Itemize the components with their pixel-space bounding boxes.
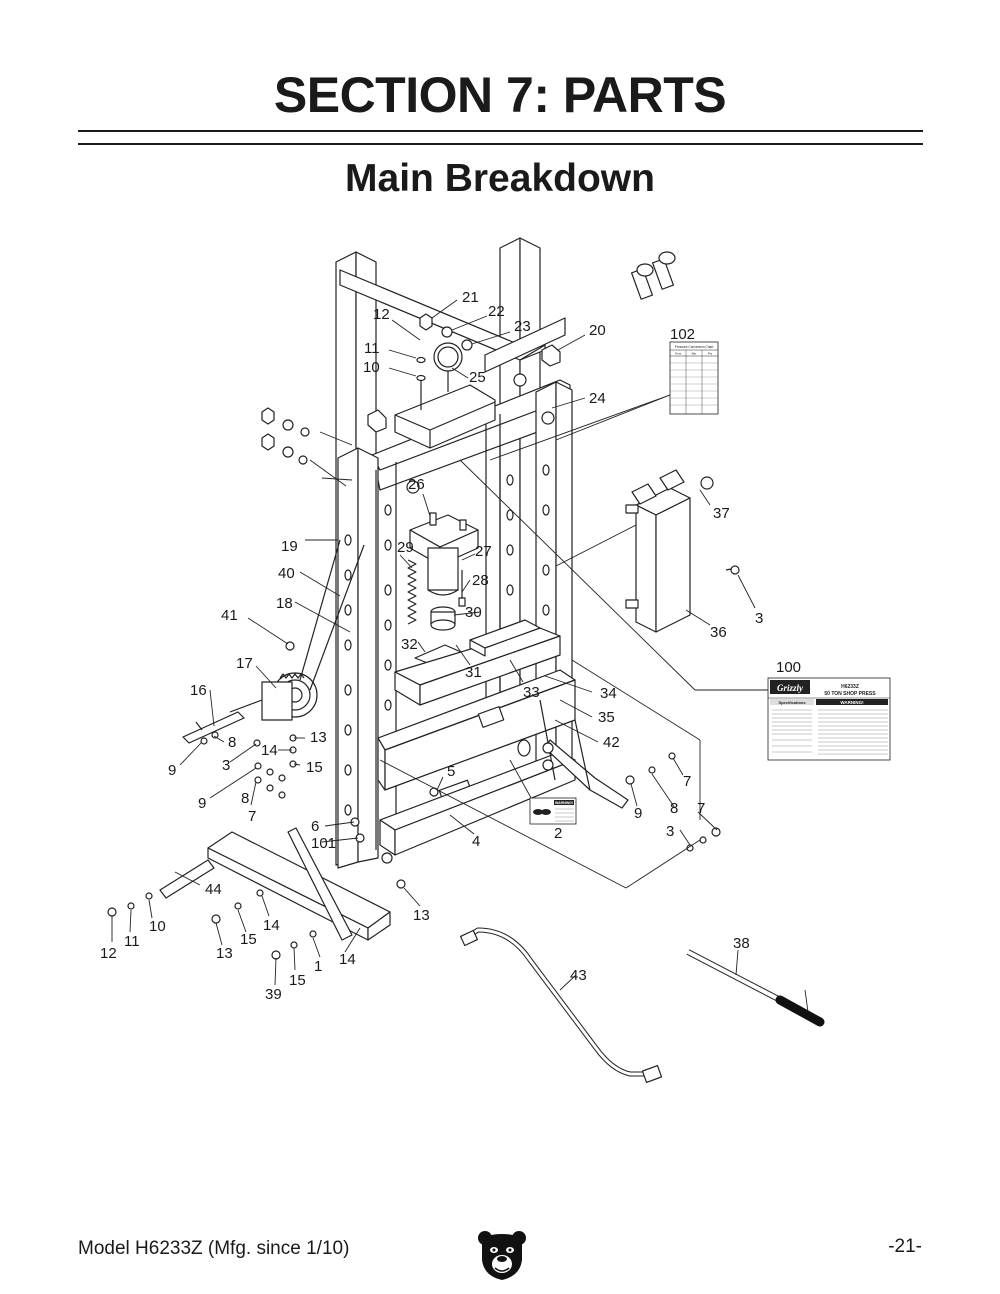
callout: 39 — [265, 986, 282, 1003]
title-rule-top — [78, 130, 923, 132]
hydraulic-hose — [459, 927, 663, 1083]
pump-handle — [686, 949, 825, 1027]
callout: 101 — [311, 835, 336, 852]
part-callouts: 21 12 22 23 20 102 11 10 25 24 26 37 19 … — [100, 289, 801, 1003]
callout: 11 — [124, 933, 140, 950]
warning-decal: WARNING! — [529, 797, 577, 825]
callout: 8 — [228, 734, 236, 751]
callout: 22 — [488, 303, 505, 320]
callout: 9 — [168, 762, 176, 779]
callout: 16 — [190, 682, 207, 699]
callout: 102 — [670, 326, 695, 343]
chart-col-tons: Tons — [675, 352, 682, 356]
callout: 33 — [523, 684, 540, 701]
footer-page-number: -21- — [888, 1236, 922, 1257]
leader-lines — [111, 299, 809, 1013]
callout: 15 — [306, 759, 323, 776]
pressure-conversion-chart: Pressure Conversion Chart Tons Bar Psi — [669, 341, 719, 415]
callout: 29 — [397, 539, 414, 556]
callout: 31 — [465, 664, 482, 681]
callout: 2 — [554, 825, 562, 842]
callout: 40 — [278, 565, 295, 582]
callout: 6 — [311, 818, 319, 835]
callout: 4 — [472, 833, 480, 850]
callout: 37 — [713, 505, 730, 522]
callout: 7 — [683, 773, 691, 790]
callout: 25 — [469, 369, 486, 386]
callout: 12 — [100, 945, 117, 962]
press-bed — [377, 619, 576, 856]
callout: 38 — [733, 935, 750, 952]
callout: 34 — [600, 685, 617, 702]
callout: 15 — [240, 931, 257, 948]
callout: 1 — [314, 958, 322, 975]
callout: 30 — [465, 604, 482, 621]
label-warning: WARNING! — [840, 700, 864, 705]
callout: 15 — [289, 972, 306, 989]
callout: 28 — [472, 572, 489, 589]
chart-col-bar: Bar — [692, 352, 697, 356]
decal-warning-text: WARNING! — [555, 801, 573, 805]
callout: 12 — [373, 306, 390, 323]
callout: 9 — [198, 795, 206, 812]
callout: 100 — [776, 659, 801, 676]
callout: 3 — [222, 757, 230, 774]
title-rule-bottom — [78, 143, 923, 145]
section-title: SECTION 7: PARTS — [273, 67, 727, 123]
callout: 10 — [149, 918, 166, 935]
bear-logo-icon — [478, 1231, 526, 1280]
callout: 14 — [261, 742, 278, 759]
callout: 3 — [666, 823, 674, 840]
grizzly-logo-text: Grizzly — [777, 683, 804, 693]
callout: 41 — [221, 607, 238, 624]
footer-model: Model H6233Z (Mfg. since 1/10) — [78, 1238, 350, 1259]
callout: 21 — [462, 289, 479, 306]
callout: 19 — [281, 538, 298, 555]
callout: 24 — [589, 390, 606, 407]
callout: 11 — [364, 340, 380, 357]
callout: 10 — [363, 359, 380, 376]
callout: 18 — [276, 595, 293, 612]
callout: 17 — [236, 655, 253, 672]
callout: 35 — [598, 709, 615, 726]
callout: 27 — [475, 543, 492, 560]
callout: 5 — [447, 763, 455, 780]
callout: 44 — [205, 881, 222, 898]
top-plate-and-gauge — [261, 313, 561, 494]
callout: 9 — [634, 805, 642, 822]
callout: 7 — [697, 800, 705, 817]
callout: 42 — [603, 734, 620, 751]
callout: 8 — [670, 800, 678, 817]
section-subtitle: Main Breakdown — [345, 157, 655, 200]
ram-cylinder — [407, 512, 479, 669]
callout: 7 — [248, 808, 256, 825]
machine-id-label: Grizzly H6233Z 50 TON SHOP PRESS Specifi… — [767, 677, 891, 761]
callout: 13 — [216, 945, 233, 962]
base-feet — [159, 699, 629, 941]
hydraulic-pump — [625, 251, 737, 633]
label-specifications: Specifications — [778, 700, 806, 705]
callout: 14 — [263, 917, 280, 934]
callout: 43 — [570, 967, 587, 984]
chart-col-psi: Psi — [708, 352, 713, 356]
callout: 36 — [710, 624, 727, 641]
callout: 3 — [755, 610, 763, 627]
callout: 14 — [339, 951, 356, 968]
label-machine-name: 50 TON SHOP PRESS — [824, 691, 876, 697]
callout: 32 — [401, 636, 418, 653]
callout: 20 — [589, 322, 606, 339]
hardware — [107, 565, 740, 960]
callout: 23 — [514, 318, 531, 335]
label-model: H6233Z — [841, 684, 859, 690]
callout: 13 — [310, 729, 327, 746]
winch — [182, 539, 365, 744]
chart-title-label: Pressure Conversion Chart — [675, 345, 714, 349]
callout: 8 — [241, 790, 249, 807]
callout: 26 — [408, 476, 425, 493]
callout: 13 — [413, 907, 430, 924]
